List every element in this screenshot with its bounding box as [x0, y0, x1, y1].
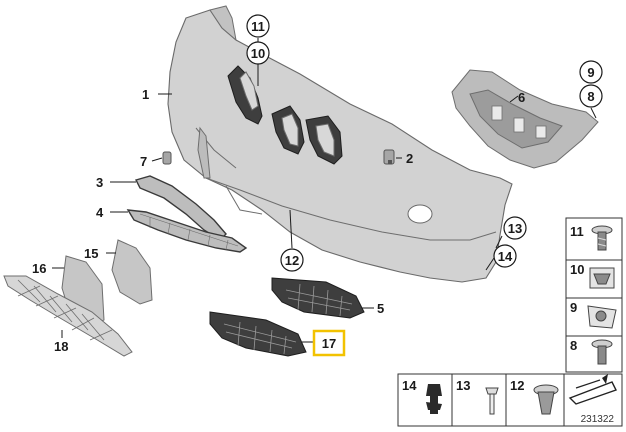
- callout-14: 14: [498, 249, 513, 264]
- legend-label-11: 11: [570, 224, 584, 239]
- legend-label-12: 12: [510, 378, 524, 393]
- callout-9: 9: [587, 65, 594, 80]
- clip-nut-9-icon: [587, 305, 617, 329]
- callout-12-circle: [280, 248, 304, 272]
- callout-11: 11: [251, 19, 265, 34]
- callout-17-highlight: [312, 329, 346, 357]
- bumper-cover: [167, 5, 513, 283]
- callout-3: 3: [96, 175, 103, 190]
- callout-11-circle: [246, 14, 270, 38]
- sheet-edge-arrow-icon: [568, 374, 617, 405]
- part-15-cover: [111, 239, 153, 305]
- callout-16: 16: [32, 261, 46, 276]
- callout-14-circle: [493, 244, 517, 268]
- fastener-legend-bottom: 14 13 12 231322: [397, 373, 623, 427]
- callout-9-circle: [579, 60, 603, 84]
- legend-label-10: 10: [570, 262, 584, 277]
- callout-8-circle: [579, 84, 603, 108]
- part-5-fog-grille: [271, 277, 365, 319]
- screw-8-icon: [591, 339, 613, 365]
- callout-10-circle: [246, 41, 270, 65]
- fastener-legend-right: 11 10 9 8: [565, 217, 623, 373]
- part-7-clip: [162, 151, 172, 165]
- screw-11-icon: [591, 225, 613, 251]
- part-18-bracket: [3, 275, 133, 357]
- callout-2: 2: [406, 151, 413, 166]
- callout-8: 8: [587, 89, 594, 104]
- part-6-bracket: [451, 69, 599, 169]
- callout-1: 1: [142, 87, 149, 102]
- screw-12-icon: [533, 384, 559, 415]
- callout-15: 15: [84, 246, 98, 261]
- callout-7: 7: [140, 154, 147, 169]
- callout-5: 5: [377, 301, 384, 316]
- callout-6: 6: [518, 90, 525, 105]
- callout-12: 12: [285, 253, 299, 268]
- part-2-clip: [383, 149, 395, 165]
- callout-13-circle: [503, 216, 527, 240]
- legend-label-8: 8: [570, 338, 577, 353]
- legend-label-14: 14: [402, 378, 417, 393]
- leader-lines: [52, 38, 597, 343]
- callouts: 1 2 3 4 5 6 7 15 16 18 11 10 9 8 12 13 1…: [32, 14, 603, 357]
- clip-nut-10-icon: [589, 267, 615, 289]
- callout-17: 17: [322, 336, 336, 351]
- legend-label-13: 13: [456, 378, 470, 393]
- push-clip-14-icon: [426, 384, 442, 414]
- callout-18: 18: [54, 339, 68, 354]
- callout-10: 10: [251, 46, 265, 61]
- callout-4: 4: [96, 205, 104, 220]
- part-4-lower-grille: [126, 209, 248, 253]
- legend-label-9: 9: [570, 300, 577, 315]
- diagram-reference-number: 231322: [581, 414, 615, 425]
- part-17-fog-grille: [209, 311, 307, 357]
- rivet-13-icon: [485, 387, 499, 415]
- callout-13: 13: [508, 221, 522, 236]
